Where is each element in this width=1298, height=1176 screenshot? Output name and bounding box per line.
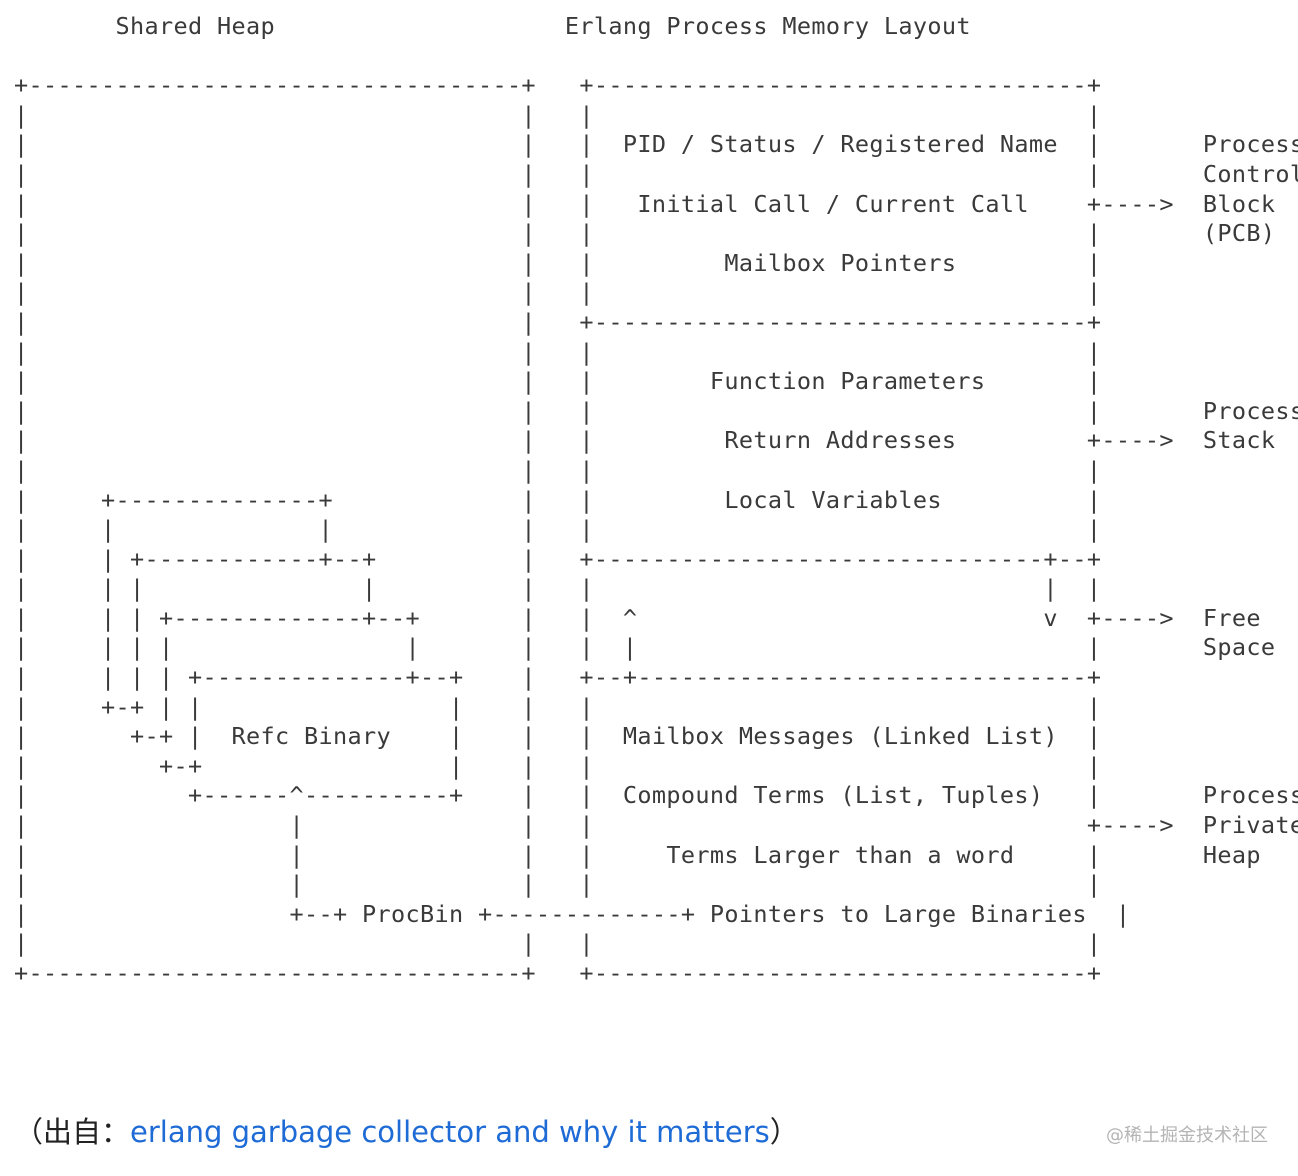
diagram-line: | | | | [14,929,1102,958]
diagram-line: | | | PID / Status / Registered Name | P… [14,130,1298,159]
diagram-line: | | | | Control [14,159,1298,188]
diagram-line: | | | | [14,278,1102,307]
caption-suffix: ） [769,1115,799,1149]
diagram-line: | | +----------------------------------+ [14,307,1102,336]
diagram-line: | | | | | | [14,515,1102,544]
site-watermark: @稀土掘金技术社区 [1106,1125,1268,1146]
diagram-line: | | | | [14,337,1102,366]
diagram-line: | | | | Process [14,396,1298,425]
source-link[interactable]: erlang garbage collector and why it matt… [130,1115,770,1149]
diagram-line: | | | +-------------+--+ | | ^ v +----> … [14,603,1261,632]
caption-prefix: （出自： [14,1115,131,1149]
diagram-line: | | | | (PCB) [14,219,1276,248]
diagram-line: | | | | | | | | | Space [14,633,1276,662]
diagram-line: +----------------------------------+ +--… [14,71,1102,100]
diagram-line: | | | | [14,100,1102,129]
diagram-line: +----------------------------------+ +--… [14,959,1102,987]
diagram-line: | | | | Terms Larger than a word | Heap [14,840,1261,869]
diagram-line: | +--+ ProcBin +-------------+ Pointers … [14,899,1131,928]
diagram-line: | | | Initial Call / Current Call +---->… [14,189,1276,218]
diagram-line: | +-+ | | | | | | [14,692,1102,721]
diagram-line: | | | | +--------------+--+ | +--+------… [14,663,1102,692]
diagram-line: | | | | | [14,870,1102,899]
diagram-line: | +-+ | Refc Binary | | | Mailbox Messag… [14,722,1102,751]
diagram-line: | | | | [14,455,1102,484]
memory-layout-ascii-diagram: Shared Heap Erlang Process Memory Layout… [14,12,1298,989]
diagram-line: | | | | +----> Private [14,811,1298,840]
diagram-line: | | +------------+--+ | +---------------… [14,544,1102,573]
diagram-line: | | | | | | | | [14,574,1102,603]
diagram-line: | | | Mailbox Pointers | [14,248,1102,277]
diagram-line: | +-+ | | | | [14,751,1102,780]
diagram-line: | +--------------+ | | Local Variables | [14,485,1102,514]
diagram-line: Shared Heap Erlang Process Memory Layout [14,12,971,40]
diagram-line: | | | Function Parameters | [14,367,1102,396]
source-caption: （出自：erlang garbage collector and why it … [14,1112,799,1152]
diagram-line: | +------^----------+ | | Compound Terms… [14,781,1298,810]
diagram-line: | | | Return Addresses +----> Stack [14,426,1276,455]
